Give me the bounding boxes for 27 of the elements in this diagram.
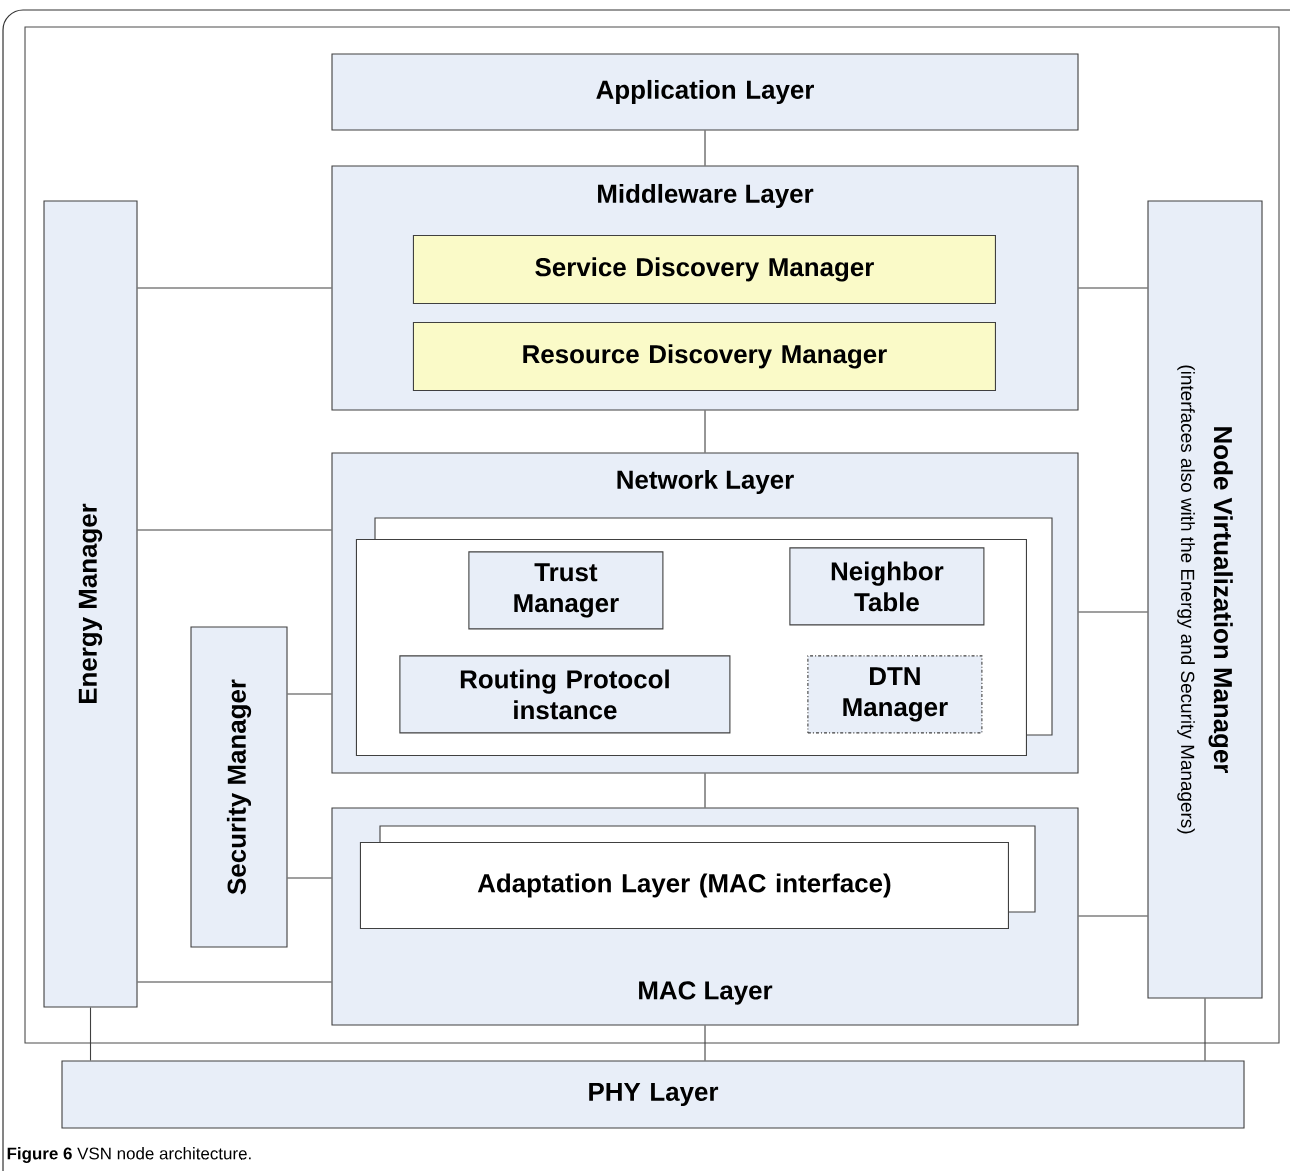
component-box: Neighbor Table (789, 547, 985, 626)
manager-box: Service Discovery Manager (412, 234, 996, 304)
layer-box: PHY Layer (61, 1060, 1245, 1129)
manager-bar: Energy Manager (43, 200, 138, 1008)
connector-line (1078, 611, 1148, 613)
caption: Figure 6 VSN node architecture. (7, 1147, 251, 1163)
connector-line (704, 130, 706, 166)
component-box: DTN Manager (807, 655, 983, 734)
connector-line (287, 877, 332, 879)
manager-box: Resource Discovery Manager (412, 321, 996, 391)
manager-bar: Node Virtualization Manager (interfaces also with the Energy and Security Managers) (1147, 200, 1263, 999)
connector-line (704, 410, 706, 453)
component-box: Trust Manager (468, 551, 664, 630)
connector-line (137, 287, 332, 289)
connector-line (137, 529, 332, 531)
layer-box: Application Layer (331, 53, 1079, 131)
connector-line (1078, 287, 1148, 289)
connector-line (137, 981, 332, 983)
component-box: Routing Protocol instance (399, 655, 731, 734)
connector-line (287, 693, 332, 695)
connector-line (89, 1007, 92, 1061)
manager-bar: Security Manager (190, 626, 288, 948)
connector-line (704, 1025, 706, 1061)
connector-line (1078, 915, 1148, 917)
adaptation-box: Adaptation Layer (MAC interface) (359, 825, 1036, 929)
connector-line (1204, 998, 1206, 1061)
connector-line (704, 773, 706, 808)
